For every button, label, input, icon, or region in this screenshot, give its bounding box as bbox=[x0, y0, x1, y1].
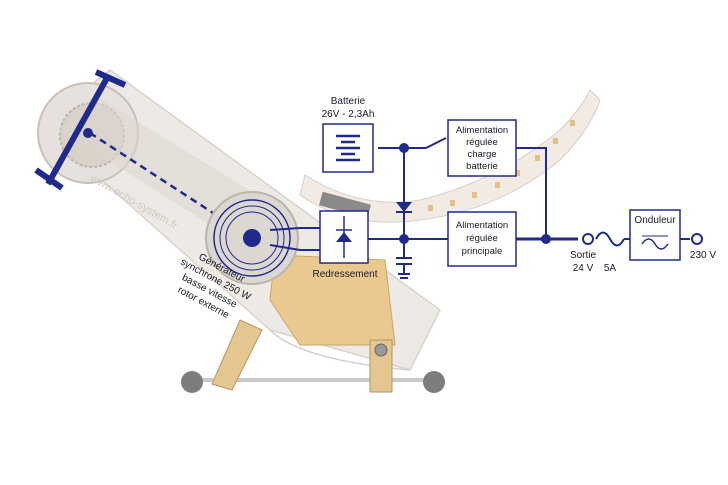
output-label: Sortie bbox=[570, 250, 597, 261]
battery-symbol bbox=[322, 123, 374, 173]
generator-disc bbox=[205, 191, 299, 285]
wood-leg-left bbox=[211, 319, 263, 391]
charger-label-2: régulée bbox=[466, 137, 498, 148]
handlebar-markers bbox=[428, 120, 575, 211]
ground-foot-left bbox=[181, 371, 203, 393]
main-supply-label-2: régulée bbox=[466, 233, 498, 244]
main-supply-label-3: principale bbox=[462, 246, 503, 257]
output-ac: 230 V bbox=[690, 250, 716, 261]
charger-label-3: charge bbox=[467, 149, 496, 160]
main-supply-label-1: Alimentation bbox=[456, 220, 508, 231]
battery-label-2: 26V - 2,3Ah bbox=[322, 109, 375, 120]
output-fuse: 5A bbox=[604, 263, 617, 274]
rectifier-label: Redressement bbox=[312, 269, 377, 280]
charge-diode bbox=[396, 202, 412, 212]
pivot-bolt bbox=[374, 343, 388, 357]
junction-dots bbox=[399, 143, 551, 244]
inverter-box bbox=[629, 209, 681, 261]
charger-label-4: batterie bbox=[466, 161, 498, 172]
battery-label-1: Batterie bbox=[331, 96, 366, 107]
output-terminal-dc bbox=[582, 233, 594, 245]
ground-foot-right bbox=[423, 371, 445, 393]
inverter-label: Onduleur bbox=[634, 215, 676, 226]
charger-label-1: Alimentation bbox=[456, 125, 508, 136]
generator-label: Générateur synchrone 250 W basse vitesse… bbox=[176, 252, 253, 322]
rectifier-box bbox=[319, 210, 369, 264]
output-voltage: 24 V bbox=[573, 263, 594, 274]
pedal-crank bbox=[34, 69, 127, 191]
charger-box bbox=[447, 119, 517, 177]
main-supply-box bbox=[447, 211, 517, 267]
output-terminal-ac bbox=[691, 233, 703, 245]
